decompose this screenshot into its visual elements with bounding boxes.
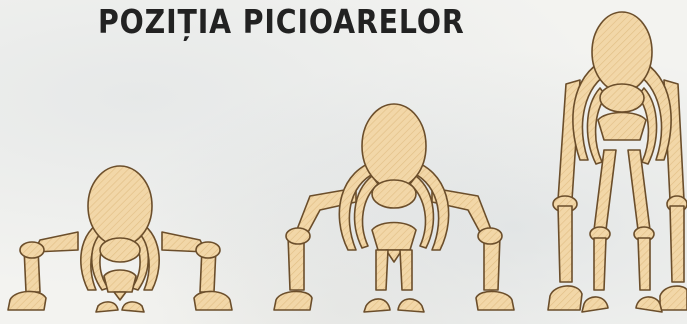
skeleton-low-stance — [8, 166, 232, 312]
skeleton-high-stance — [548, 12, 687, 312]
skeleton-mid-stance — [274, 104, 514, 312]
